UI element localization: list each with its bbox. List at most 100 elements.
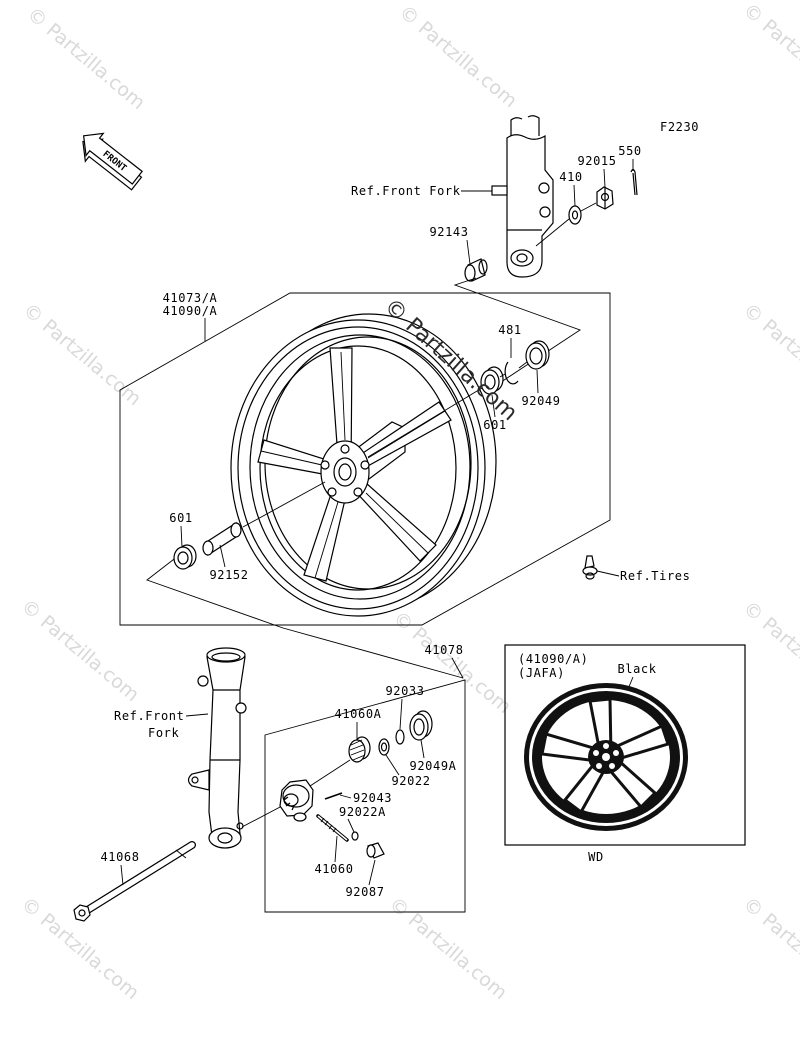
- watermark: © Partzilla.com: [739, 597, 800, 708]
- leader-line: [385, 754, 400, 776]
- leader-line: [573, 184, 576, 207]
- axis-line: [242, 481, 326, 528]
- axis-line: [241, 805, 283, 828]
- bolt-92087: [366, 842, 385, 859]
- alignment-line: [146, 555, 464, 679]
- spacer-92152: [202, 521, 242, 557]
- seal-92049a: [409, 710, 433, 741]
- callout-550: 550: [618, 144, 641, 158]
- ref-tires: Ref.Tires: [620, 569, 690, 583]
- spoke-rib: [365, 492, 429, 554]
- hub-axle-hole: [338, 463, 352, 481]
- rim-inner: [259, 345, 457, 591]
- leader-line: [120, 864, 124, 886]
- fork-axle-hole-inner: [516, 253, 528, 263]
- callout-92022a: 92022A: [339, 805, 386, 819]
- pin-92043: [324, 792, 343, 800]
- callout-601-left: 601: [169, 511, 192, 525]
- washer-410: [568, 205, 582, 225]
- leader-line: [368, 859, 376, 886]
- callout-41060: 41060: [314, 862, 353, 876]
- axis-line: [499, 373, 506, 378]
- rim-flange: [237, 326, 479, 610]
- callout-92049: 92049: [521, 394, 560, 408]
- washer-92022a: [351, 831, 359, 841]
- front-direction-arrow: FRONT: [82, 132, 143, 191]
- axis-line: [367, 387, 483, 458]
- leader-line: [219, 544, 226, 568]
- leader-line: [334, 835, 338, 863]
- callout-410: 410: [559, 170, 582, 184]
- seal-92049: [525, 340, 550, 370]
- fork-mount-boss: [197, 675, 209, 687]
- tire-valve: [582, 555, 598, 580]
- disc-boss: [327, 487, 337, 497]
- fork-inner-tube: [510, 115, 540, 138]
- callout-92087: 92087: [345, 885, 384, 899]
- variant-color: Black: [617, 662, 656, 676]
- axis-line: [309, 759, 351, 787]
- pinion-41060: [316, 814, 349, 842]
- upper-front-fork: [491, 115, 554, 278]
- wheel-group-frame: [119, 292, 611, 626]
- front-wheel: [230, 313, 497, 617]
- gear-housing: [279, 779, 314, 822]
- callout-41090a: 41090/A: [163, 304, 218, 318]
- callout-92049a: 92049A: [410, 759, 457, 773]
- leader-line: [180, 525, 183, 548]
- black-wheel: [524, 683, 688, 831]
- fork-axle-hole: [510, 249, 534, 267]
- callout-92143: 92143: [429, 225, 468, 239]
- axis-line: [580, 202, 597, 212]
- fork-top-ring-inner: [211, 652, 241, 662]
- variant-box: (41090/A) (JAFA) Black WD: [504, 644, 746, 864]
- callout-92033: 92033: [385, 684, 424, 698]
- callout-41073a: 41073/A: [163, 291, 218, 305]
- lower-front-fork: [187, 647, 247, 849]
- leader-line: [536, 369, 539, 394]
- leader-line: [466, 239, 471, 265]
- leader-line: [491, 394, 496, 418]
- callout-41078: 41078: [424, 643, 463, 657]
- ref-front-fork-bottom: Fork: [148, 726, 179, 740]
- axis-line: [535, 218, 570, 247]
- variant-market: (JAFA): [518, 666, 565, 680]
- disc-boss: [320, 460, 330, 470]
- watermark: © Partzilla.com: [395, 1, 521, 112]
- disc-boss: [360, 460, 370, 470]
- fork-mount-boss: [235, 702, 247, 714]
- bearing-601-left: [173, 544, 197, 570]
- leader-line: [596, 570, 620, 577]
- callout-601-right: 601: [483, 418, 506, 432]
- disc-boss: [353, 487, 363, 497]
- fork-leg: [206, 656, 246, 837]
- cotter-pin-550: [630, 168, 638, 196]
- callout-92015: 92015: [577, 154, 616, 168]
- rim-bead: [249, 334, 471, 600]
- ref-front-fork-bottom: Ref.Front: [114, 709, 184, 723]
- leader-line: [603, 168, 606, 188]
- diagram-code: F2230: [660, 120, 699, 134]
- variant-code: WD: [588, 850, 604, 864]
- watermark: © Partzilla.com: [739, 299, 800, 410]
- fork-top-ring: [206, 647, 246, 663]
- fork-boss: [538, 182, 550, 194]
- watermark: © Partzilla.com: [739, 893, 800, 1004]
- collar-92143: [464, 258, 488, 282]
- fork-axle-hole: [217, 832, 233, 844]
- callout-41068: 41068: [100, 850, 139, 864]
- fork-boss: [539, 206, 551, 218]
- watermark: © Partzilla.com: [23, 3, 149, 114]
- watermark: © Partzilla.com: [739, 0, 800, 110]
- fork-axle-boss: [208, 827, 242, 849]
- leader-line: [339, 794, 352, 799]
- axis-line: [518, 361, 528, 369]
- leader-line: [420, 739, 425, 759]
- watermark: © Partzilla.com: [19, 299, 145, 410]
- callout-92152: 92152: [209, 568, 248, 582]
- spoke-rib: [340, 351, 346, 441]
- callout-92022: 92022: [391, 774, 430, 788]
- spoke-rib: [314, 501, 339, 579]
- variant-frame: [504, 644, 746, 846]
- gear-group-frame: [264, 679, 466, 913]
